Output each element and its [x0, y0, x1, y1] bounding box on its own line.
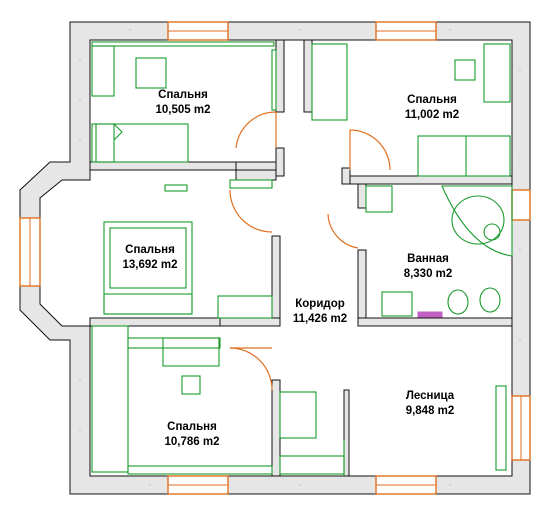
room-label-bedroom-4-area: 10,786 m2 — [165, 436, 220, 448]
room-label-stairs-area: 9,848 m2 — [406, 405, 455, 417]
room-label-bathroom-area: 8,330 m2 — [404, 268, 453, 280]
room-labels: Спальня 10,505 m2 Спальня 11,002 m2 Спал… — [123, 89, 460, 448]
room-label-bedroom-3-name: Спальня — [125, 244, 175, 256]
room-label-bedroom-4-name: Спальня — [167, 421, 217, 433]
interior-walls — [89, 39, 513, 477]
room-label-bedroom-1-area: 10,505 m2 — [156, 104, 211, 116]
room-label-stairs-name: Лесница — [406, 390, 455, 402]
room-label-bedroom-2-name: Спальня — [407, 94, 457, 106]
doors — [229, 111, 391, 391]
room-label-bathroom-name: Ванная — [407, 253, 449, 265]
room-label-bedroom-1-name: Спальня — [158, 89, 208, 101]
wall-texture — [29, 29, 521, 486]
room-label-bedroom-2-area: 11,002 m2 — [405, 109, 459, 121]
furniture — [91, 41, 513, 476]
room-label-corridor-area: 11,426 m2 — [293, 313, 347, 325]
room-label-corridor-name: Коридор — [295, 298, 345, 310]
room-label-bedroom-3-area: 13,692 m2 — [123, 259, 178, 271]
exterior-walls — [19, 21, 531, 495]
